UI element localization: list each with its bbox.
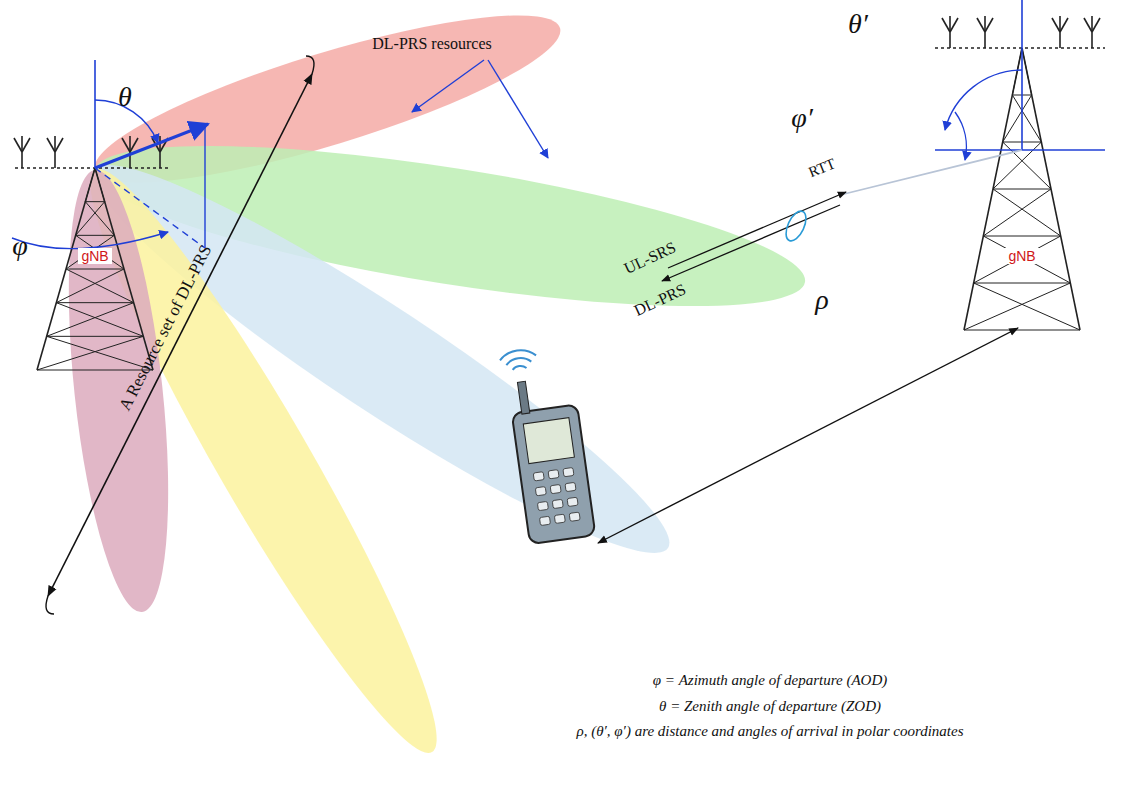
guide-line [840,150,1022,195]
angle-symbol: θ [118,82,132,113]
angle-arc [955,112,966,160]
gnb-label: gNB [1005,248,1038,264]
guide-line [662,205,840,281]
angle-arc [12,232,168,249]
angle-arc [945,70,1022,130]
guide-line [95,168,205,248]
annotation: DL-PRS resources [372,35,492,53]
user-equipment [499,343,595,545]
angle-symbol: φ′ [791,103,813,134]
angle-symbol: ρ [815,285,828,316]
legend-note: θ = Zenith angle of departure (ZOD) [659,698,881,715]
rtt-loop [782,208,810,244]
gnb-label: gNB [78,248,111,264]
guide-line [48,74,312,596]
guide-line [598,328,1018,543]
angle-arc [46,596,54,614]
guide-line [1021,0,1023,150]
guide-line [488,60,548,158]
legend-note: φ = Azimuth angle of departure (AOD) [653,672,888,689]
guide-line [94,60,96,168]
guide-line [204,127,205,248]
angle-symbol: φ [12,231,28,262]
gnb-tower [935,16,1105,330]
annotation: RTT [806,155,838,181]
guide-line [412,60,484,112]
gnb-tower [14,136,170,370]
angle-arc [306,56,314,74]
legend-note: ρ, (θ′, φ′) are distance and angles of a… [576,723,963,740]
angle-symbol: θ′ [848,9,868,40]
node-text: gNB [1008,248,1035,264]
node-text: gNB [81,248,108,264]
guide-line [668,192,846,268]
